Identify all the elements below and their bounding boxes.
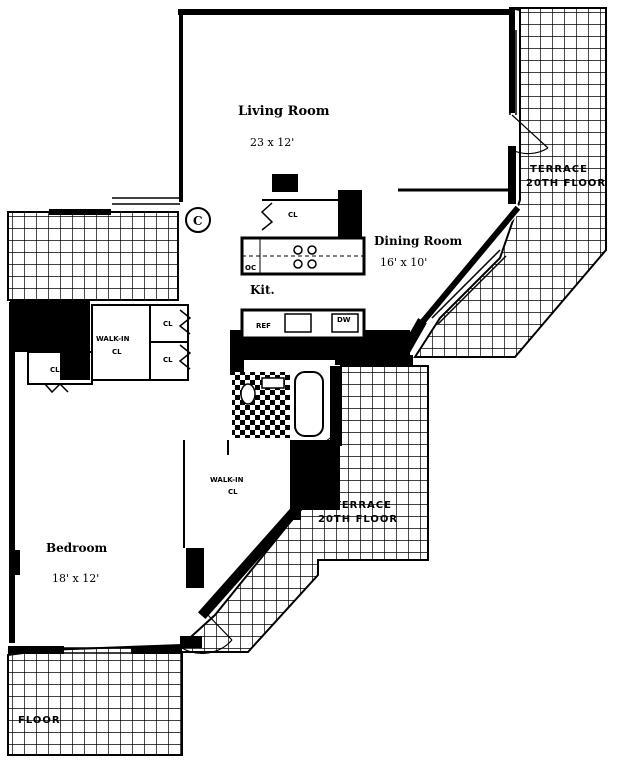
kitchen-label: Kit. xyxy=(250,283,275,297)
oven-label: OC xyxy=(245,264,256,272)
dining-room-label: Dining Room xyxy=(374,234,463,248)
bedroom-size: 18' x 12' xyxy=(52,572,99,585)
walk-in-closet-label-2: WALK-IN xyxy=(210,476,244,484)
terrace-lower-floor: 20TH FLOOR xyxy=(318,514,398,525)
terrace-door-upper xyxy=(511,114,549,155)
ref-label: REF xyxy=(256,322,271,330)
dw-label: DW xyxy=(337,316,351,324)
walk-in-closet-label-1: WALK-IN xyxy=(96,335,130,343)
bathtub xyxy=(294,371,324,437)
terrace-left xyxy=(7,211,179,301)
marker-c-circle xyxy=(185,207,211,233)
terrace-bottom-floor: FLOOR xyxy=(18,715,61,726)
terrace-right-upper xyxy=(413,7,607,358)
terrace-lower-label: TERRACE xyxy=(334,500,392,511)
terrace-door-lower xyxy=(181,611,233,655)
bedroom-label: Bedroom xyxy=(46,541,107,555)
terrace-upper-label: TERRACE xyxy=(530,164,588,175)
closet-label-1: CL xyxy=(163,320,173,328)
living-room-size: 23 x 12' xyxy=(250,136,294,149)
kitchen-closet-label: CL xyxy=(288,211,298,219)
dining-room-size: 16' x 10' xyxy=(380,256,427,269)
bedroom-closet-label: CL xyxy=(50,366,60,374)
closet-label-2: CL xyxy=(163,356,173,364)
toilet xyxy=(240,383,256,405)
walk-in-closet-cl-1: CL xyxy=(112,348,122,356)
kitchen-upper-counter xyxy=(240,236,366,276)
terrace-upper-floor: 20TH FLOOR xyxy=(526,178,606,189)
windows xyxy=(60,30,517,654)
walk-in-closet-cl-2: CL xyxy=(228,488,238,496)
closet-doors xyxy=(44,202,274,394)
sink xyxy=(261,377,285,389)
marker-c-label: C xyxy=(193,214,203,228)
kitchen-lower-counter xyxy=(240,308,366,340)
living-room-label: Living Room xyxy=(238,104,330,119)
